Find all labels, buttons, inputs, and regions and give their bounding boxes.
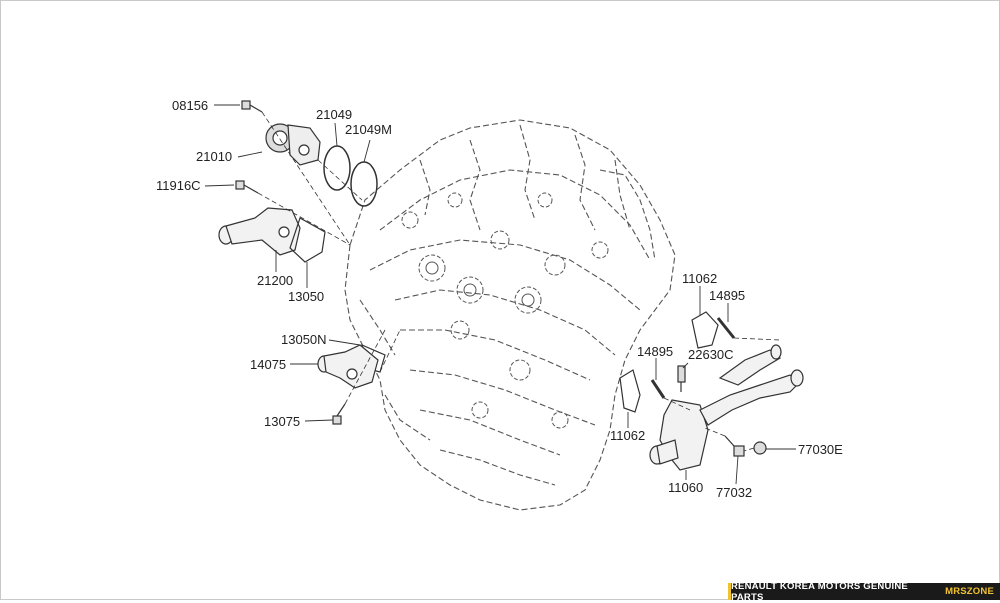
bolt-08156-part[interactable] (241, 100, 263, 113)
label-11062-lower: 11062 (610, 428, 645, 443)
label-14075: 14075 (250, 357, 286, 372)
gasket-11062-upper-part[interactable] (691, 311, 719, 349)
bolt-77032-part[interactable] (724, 435, 745, 457)
o-ring-21049-part[interactable] (323, 145, 351, 191)
footer-text: RENAULT KOREA MOTORS GENUINE PARTS (731, 580, 908, 603)
housing-11060-part[interactable] (649, 344, 804, 471)
label-14895-lower: 14895 (637, 344, 673, 359)
water-pump-part[interactable] (265, 123, 321, 166)
bolt-11916c-part[interactable] (235, 180, 259, 194)
bolt-13075-part[interactable] (332, 403, 346, 425)
label-11916c: 11916C (156, 178, 201, 193)
outlet-14075-part[interactable] (317, 344, 379, 389)
footer-brand: MRSZONE (945, 586, 994, 597)
stud-14895-lower-part[interactable] (650, 379, 666, 399)
footer-watermark: RENAULT KOREA MOTORS GENUINE PARTS MRSZO… (728, 580, 1000, 603)
label-22630c: 22630C (688, 347, 734, 362)
o-ring-21049m-part[interactable] (350, 161, 378, 207)
label-08156: 08156 (172, 98, 208, 113)
gasket-11062-lower-part[interactable] (619, 369, 641, 413)
label-21049m: 21049M (345, 122, 392, 137)
part-labels: 08156 21010 21049 21049M 11916C 21200 13… (156, 98, 843, 500)
stud-14895-upper-part[interactable] (716, 317, 736, 339)
label-13050: 13050 (288, 289, 324, 304)
label-21200: 21200 (257, 273, 293, 288)
label-14895-upper: 14895 (709, 288, 745, 303)
label-13075: 13075 (264, 414, 300, 429)
label-77030e: 77030E (798, 442, 843, 457)
label-21049: 21049 (316, 107, 352, 122)
nut-77030e-part[interactable] (753, 441, 767, 455)
sensor-22630c-part[interactable] (677, 365, 686, 392)
gasket-13050-part[interactable] (289, 217, 326, 263)
engine-block (344, 119, 676, 511)
engine-details (401, 192, 609, 429)
label-11062-upper: 11062 (682, 271, 717, 286)
label-77032: 77032 (716, 485, 752, 500)
label-11060: 11060 (668, 480, 703, 495)
leader-lines (204, 104, 796, 485)
inlet-pipe-21200-part[interactable] (218, 207, 301, 256)
label-21010: 21010 (196, 149, 232, 164)
alignment-lines (257, 111, 781, 452)
label-13050n: 13050N (281, 332, 327, 347)
